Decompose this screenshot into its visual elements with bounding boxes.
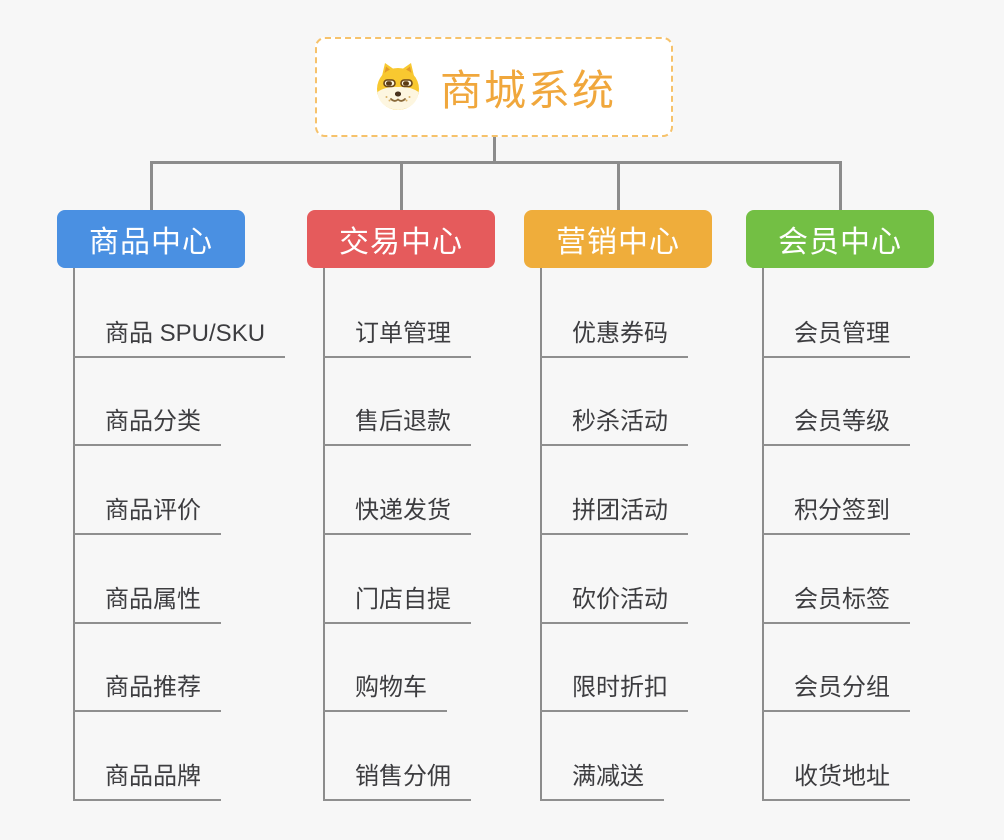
branch-header-0[interactable]: 商品中心	[57, 210, 245, 268]
branch-drop-connector	[400, 161, 403, 213]
leaf-node-label: 购物车	[323, 674, 447, 712]
leaf-node-label: 订单管理	[323, 320, 471, 358]
leaf-node-label: 商品评价	[73, 497, 221, 535]
leaf-node[interactable]: 商品分类	[73, 408, 221, 446]
branch-header-2[interactable]: 营销中心	[524, 210, 712, 268]
leaf-node-label: 商品品牌	[73, 763, 221, 801]
leaf-node[interactable]: 门店自提	[323, 586, 471, 624]
leaf-node[interactable]: 购物车	[323, 674, 447, 712]
leaf-node[interactable]: 商品推荐	[73, 674, 221, 712]
leaf-node[interactable]: 订单管理	[323, 320, 471, 358]
leaf-node[interactable]: 快递发货	[323, 497, 471, 535]
leaf-node[interactable]: 秒杀活动	[540, 408, 688, 446]
leaf-node[interactable]: 拼团活动	[540, 497, 688, 535]
leaf-node-label: 会员等级	[762, 408, 910, 446]
leaf-node[interactable]: 收货地址	[762, 763, 910, 801]
leaf-node[interactable]: 商品品牌	[73, 763, 221, 801]
leaf-node[interactable]: 会员等级	[762, 408, 910, 446]
branch-drop-connector	[617, 161, 620, 213]
leaf-node-label: 销售分佣	[323, 763, 471, 801]
leaf-node-label: 秒杀活动	[540, 408, 688, 446]
leaf-node[interactable]: 售后退款	[323, 408, 471, 446]
branch-drop-connector	[150, 161, 153, 213]
leaf-node[interactable]: 限时折扣	[540, 674, 688, 712]
root-stem-connector	[493, 137, 496, 162]
bus-connector	[150, 161, 841, 164]
leaf-node[interactable]: 砍价活动	[540, 586, 688, 624]
leaf-node-label: 收货地址	[762, 763, 910, 801]
leaf-node[interactable]: 优惠券码	[540, 320, 688, 358]
leaf-node-label: 会员标签	[762, 586, 910, 624]
leaf-node-label: 商品 SPU/SKU	[73, 320, 286, 358]
leaf-node[interactable]: 销售分佣	[323, 763, 471, 801]
leaf-node-label: 满减送	[540, 763, 664, 801]
leaf-node-label: 会员分组	[762, 674, 910, 712]
leaf-node-label: 商品分类	[73, 408, 221, 446]
leaf-node[interactable]: 会员标签	[762, 586, 910, 624]
root-topic-title: 商城系统	[439, 66, 616, 114]
branch-header-1[interactable]: 交易中心	[307, 210, 495, 268]
leaf-node[interactable]: 积分签到	[762, 497, 910, 535]
leaf-node[interactable]: 商品属性	[73, 586, 221, 624]
leaf-node-label: 限时折扣	[540, 674, 688, 712]
branch-header-3[interactable]: 会员中心	[746, 210, 934, 268]
leaf-node-label: 售后退款	[323, 408, 471, 446]
leaf-node-label: 优惠券码	[540, 320, 688, 358]
leaf-node[interactable]: 满减送	[540, 763, 664, 801]
leaf-node[interactable]: 会员分组	[762, 674, 910, 712]
root-topic-node[interactable]: 商城系统	[315, 37, 673, 137]
doge-face-icon	[376, 63, 419, 110]
leaf-node-label: 商品属性	[73, 586, 221, 624]
leaf-node-label: 会员管理	[762, 320, 910, 358]
leaf-node-label: 拼团活动	[540, 497, 688, 535]
leaf-node[interactable]: 商品 SPU/SKU	[73, 320, 286, 358]
leaf-node[interactable]: 会员管理	[762, 320, 910, 358]
branch-drop-connector	[839, 161, 842, 213]
leaf-node-label: 积分签到	[762, 497, 910, 535]
leaf-node-label: 快递发货	[323, 497, 471, 535]
leaf-node[interactable]: 商品评价	[73, 497, 221, 535]
leaf-node-label: 门店自提	[323, 586, 471, 624]
leaf-node-label: 砍价活动	[540, 586, 688, 624]
leaf-node-label: 商品推荐	[73, 674, 221, 712]
